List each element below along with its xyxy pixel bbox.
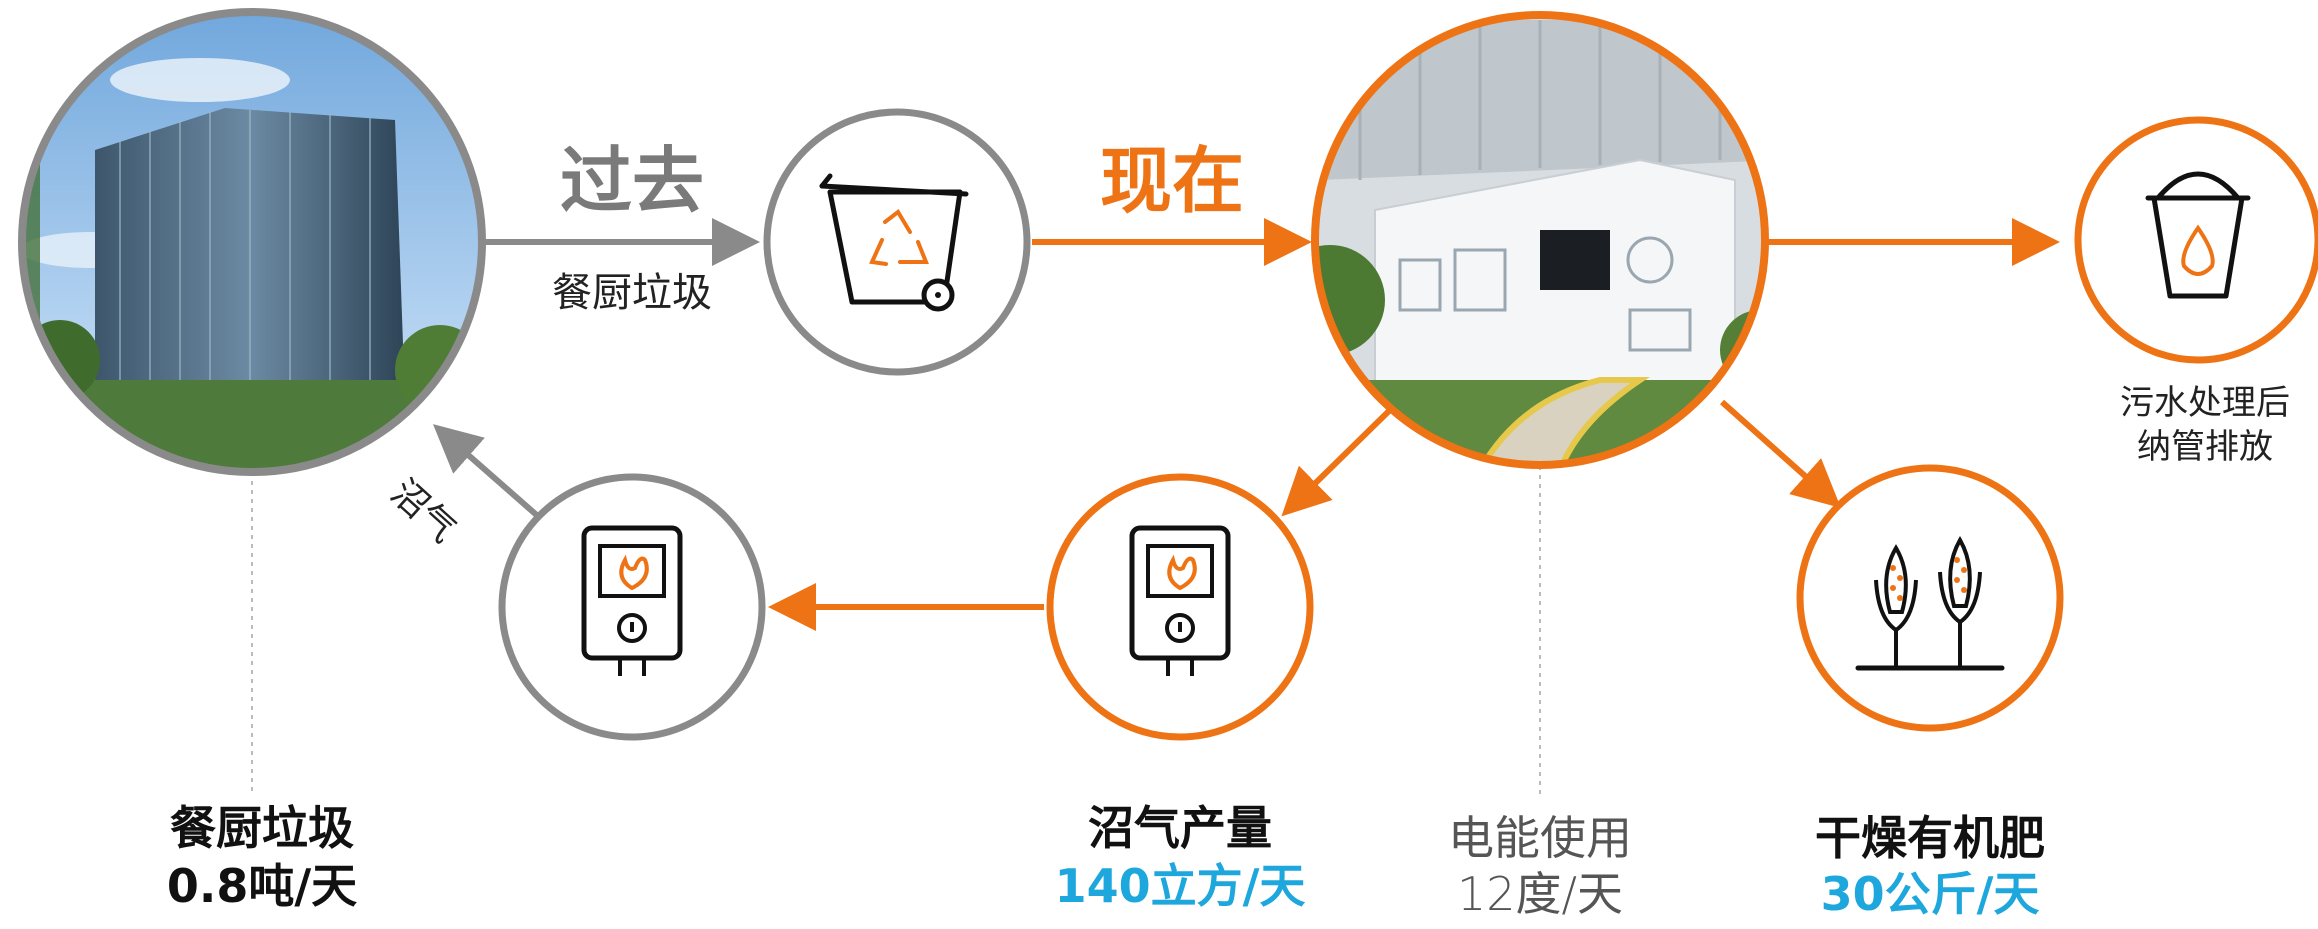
biogas-stat-value: 140立方/天 <box>1054 859 1306 913</box>
wastewater-label-line2: 纳管排放 <box>2137 427 2273 467</box>
crops-node <box>1796 464 2064 732</box>
electricity-stat-title: 电能使用 <box>1448 811 1632 865</box>
gray-boiler-node <box>498 473 766 741</box>
water-bucket-icon <box>2145 171 2251 299</box>
food-waste-flow-label: 餐厨垃圾 <box>552 270 712 316</box>
food-waste-stat-value: 0.8吨/天 <box>166 859 358 913</box>
office-building-photo <box>18 8 486 476</box>
orange-boiler-node <box>1046 473 1314 741</box>
fertilizer-arrow <box>1720 399 1841 508</box>
gas-boiler-icon <box>1129 525 1231 676</box>
electricity-stat-value: 12度/天 <box>1456 867 1624 921</box>
biogas-stat-title: 沼气产量 <box>1088 801 1272 855</box>
gas-boiler-icon <box>581 525 683 676</box>
fertilizer-stat-title: 干燥有机肥 <box>1815 811 2045 865</box>
biogas-return-arrow <box>432 424 542 521</box>
recycle-trash-bin-icon <box>819 173 969 312</box>
wastewater-label-line1: 污水处理后 <box>2120 383 2290 423</box>
water-bucket-node <box>2074 116 2318 364</box>
trash-bin-node <box>763 108 1031 376</box>
biogas-arrow <box>1281 407 1393 517</box>
now-label: 现在 <box>1099 139 1245 223</box>
past-label: 过去 <box>559 139 705 223</box>
food-waste-stat-title: 餐厨垃圾 <box>170 801 354 855</box>
fertilizer-stat-value: 30公斤/天 <box>1820 867 2040 921</box>
corn-crops-icon <box>1855 535 2005 671</box>
